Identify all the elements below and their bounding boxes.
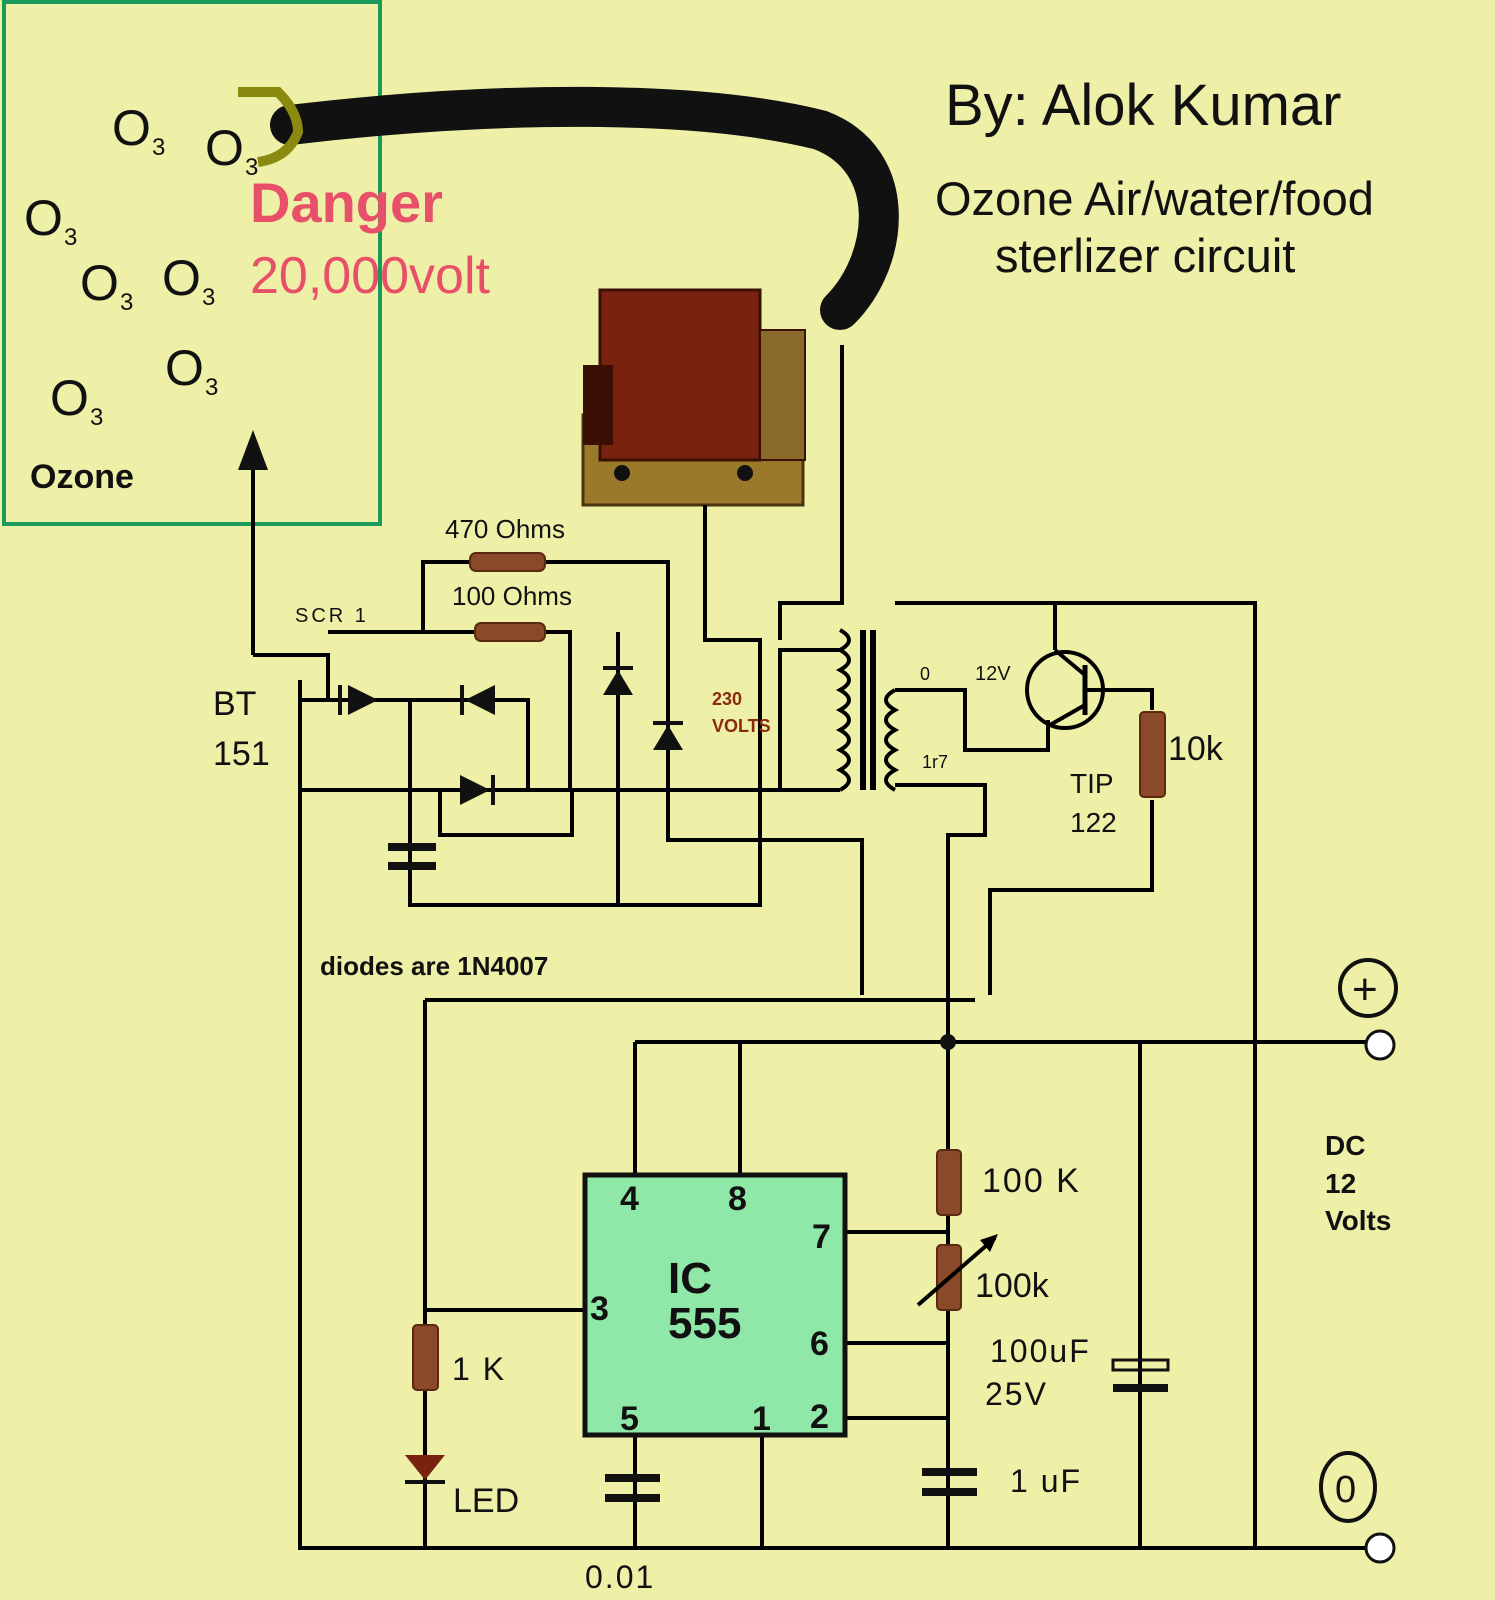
danger-label: Danger <box>250 171 443 234</box>
label-0-01: 0.01 <box>585 1559 655 1595</box>
positive-terminal-icon <box>1338 958 1398 1018</box>
pot-adjust-arrow <box>916 1236 997 1307</box>
capacitor-0-01 <box>605 1474 660 1502</box>
scr-symbol <box>338 685 378 715</box>
svg-text:O: O <box>50 370 89 426</box>
svg-text:3: 3 <box>64 224 77 251</box>
svg-text:O: O <box>80 255 119 311</box>
label-12v: 12V <box>975 663 1011 685</box>
ic-555-chip <box>582 1172 848 1438</box>
capacitor-trigger <box>388 843 436 870</box>
diode-4 <box>653 721 683 750</box>
label-tip: TIP <box>1070 768 1114 799</box>
diodes-note: diodes are 1N4007 <box>320 951 548 981</box>
ic-label-line-1: IC <box>668 1254 712 1303</box>
ground-terminal-icon <box>1319 1451 1377 1523</box>
ozone-zone-box <box>2 0 382 526</box>
resistor-470-ohms <box>469 552 546 572</box>
svg-text:O: O <box>112 100 151 156</box>
led-symbol <box>405 1455 445 1484</box>
ic-pin-4: 4 <box>620 1180 639 1218</box>
svg-text:O: O <box>205 120 244 176</box>
svg-text:3: 3 <box>245 154 258 181</box>
label-470-ohms: 470 Ohms <box>445 514 565 544</box>
ic-pin-5: 5 <box>620 1400 639 1438</box>
supply-label-dc: DC <box>1325 1130 1365 1161</box>
ic-pin-2: 2 <box>810 1398 829 1436</box>
step-up-transformer <box>835 628 900 792</box>
label-25v: 25V <box>985 1376 1048 1412</box>
label-100k-fixed: 100 K <box>982 1162 1081 1200</box>
svg-text:O: O <box>162 250 201 306</box>
ground-terminal-connector <box>1364 1532 1396 1564</box>
svg-text:3: 3 <box>202 284 215 311</box>
positive-symbol: + <box>1352 965 1378 1014</box>
label-1uf: 1 uF <box>1010 1463 1082 1499</box>
label-100-ohms: 100 Ohms <box>452 581 572 611</box>
wiring <box>253 345 1375 1550</box>
ozone-label: Ozone <box>30 458 134 496</box>
label-230: 230 <box>712 689 742 709</box>
supply-label-volts: Volts <box>1325 1205 1391 1236</box>
label-scr: SCR 1 <box>295 605 369 627</box>
label-1k: 1 K <box>452 1351 506 1387</box>
ic-pin-1: 1 <box>752 1400 771 1438</box>
positive-terminal-connector <box>1364 1029 1396 1061</box>
ground-symbol: 0 <box>1335 1469 1356 1511</box>
diode-3 <box>603 666 633 695</box>
ic-pin-3: 3 <box>590 1290 609 1328</box>
resistor-100k <box>936 1149 962 1216</box>
label-led: LED <box>453 1482 519 1520</box>
ignition-coil <box>581 288 806 507</box>
label-bt: BT <box>213 685 256 723</box>
svg-text:O: O <box>165 340 204 396</box>
svg-text:3: 3 <box>205 374 218 401</box>
ic-pin-8: 8 <box>728 1180 747 1218</box>
voltage-warning: 20,000volt <box>250 247 491 305</box>
label-tap-0: 0 <box>920 664 930 684</box>
label-1r7: 1r7 <box>922 752 948 772</box>
resistor-10k <box>1139 711 1166 798</box>
label-122: 122 <box>1070 807 1117 838</box>
svg-text:O: O <box>24 190 63 246</box>
label-151: 151 <box>213 735 270 773</box>
hv-electrode <box>238 87 304 167</box>
circuit-title-line-1: Ozone Air/water/food <box>935 172 1374 225</box>
ic-pin-6: 6 <box>810 1325 829 1363</box>
arrow-up-icon <box>238 430 268 470</box>
label-volts: VOLTS <box>712 716 771 736</box>
svg-text:3: 3 <box>120 289 133 316</box>
diode-2 <box>460 775 495 805</box>
transistor-tip122 <box>1025 648 1105 730</box>
ic-pin-7: 7 <box>812 1218 831 1256</box>
hv-cable <box>270 86 899 330</box>
resistor-1k <box>412 1324 439 1391</box>
label-10k: 10k <box>1168 730 1224 768</box>
label-100k-pot: 100k <box>975 1267 1050 1305</box>
svg-text:3: 3 <box>152 134 165 161</box>
capacitor-100uf <box>1111 1358 1170 1392</box>
author-credit: By: Alok Kumar <box>945 73 1341 138</box>
junction-dot <box>940 1034 956 1050</box>
circuit-title-line-2: sterlizer circuit <box>995 229 1295 282</box>
diode-1 <box>460 685 495 715</box>
supply-label-12: 12 <box>1325 1168 1356 1199</box>
capacitor-1uf <box>922 1468 977 1496</box>
svg-text:3: 3 <box>90 404 103 431</box>
label-100uf: 100uF <box>990 1333 1091 1369</box>
resistor-100-ohms <box>474 622 546 642</box>
ic-label-line-2: 555 <box>668 1299 741 1348</box>
